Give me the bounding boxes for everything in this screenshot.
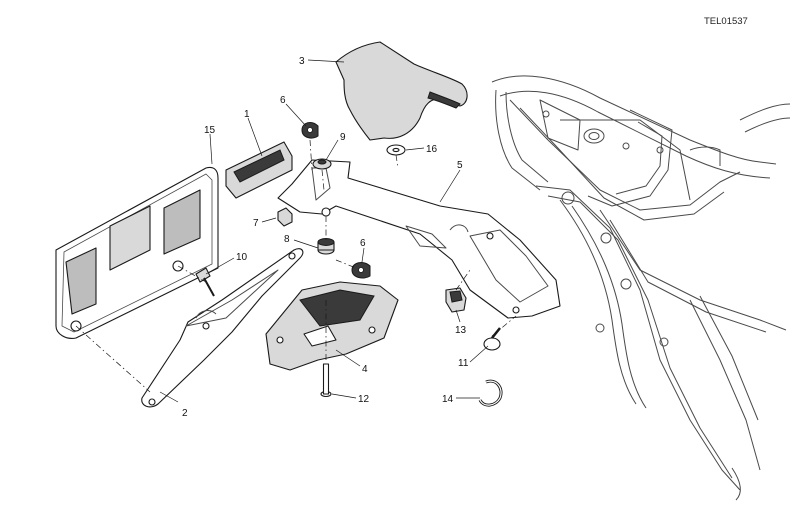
part-ref-13: 13 (455, 325, 467, 336)
rear-frame (491, 75, 791, 501)
cable-clamp (478, 379, 503, 407)
part-ref-8: 8 (284, 234, 290, 245)
grommet (317, 238, 335, 255)
clip-nut (445, 287, 467, 313)
part-ref-10: 10 (236, 252, 248, 263)
lower-mount (265, 281, 399, 371)
part-ref-11: 11 (458, 358, 469, 369)
part-ref-5: 5 (457, 160, 463, 171)
clip-upper (301, 122, 319, 139)
part-ref-3: 3 (299, 56, 305, 67)
part-ref-2: 2 (182, 408, 188, 419)
nut (312, 158, 332, 170)
license-plate (55, 166, 219, 339)
washer-16 (386, 144, 406, 156)
fasteners (195, 122, 503, 407)
part-ref-4: 4 (362, 364, 368, 375)
tail-cover (335, 41, 468, 141)
reflector (225, 141, 293, 199)
bolt-11 (483, 327, 501, 351)
screw-12 (320, 363, 332, 398)
plate-support (141, 248, 304, 408)
plate-holder-bracket (277, 159, 561, 319)
part-ref-7: 7 (253, 218, 259, 229)
part-ref-12: 12 (358, 394, 370, 405)
drawing-code: TEL01537 (704, 16, 748, 27)
leader-lines (159, 59, 489, 403)
assembly-axes (75, 139, 517, 393)
part-ref-9: 9 (340, 132, 346, 143)
spacer (277, 207, 293, 227)
part-reference-labels: 1 2 3 4 5 6 6 7 8 9 10 11 12 13 14 15 16 (182, 56, 469, 419)
part-ref-14: 14 (442, 394, 454, 405)
clip-lower (351, 262, 371, 279)
part-ref-6-lower: 6 (360, 238, 366, 249)
part-ref-15: 15 (204, 125, 216, 136)
screw-10 (195, 267, 215, 297)
part-ref-16: 16 (426, 144, 438, 155)
part-ref-6-upper: 6 (280, 95, 286, 106)
part-ref-1: 1 (244, 109, 250, 120)
